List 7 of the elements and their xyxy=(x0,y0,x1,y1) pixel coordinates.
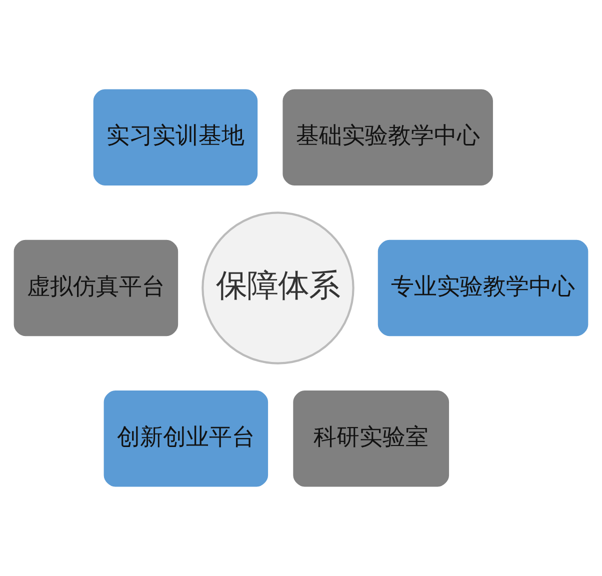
node-box: 虚拟仿真平台 xyxy=(12,238,180,338)
node-box: 基础实验教学中心 xyxy=(280,87,496,188)
node-box: 实习实训基地 xyxy=(91,87,260,188)
node-box: 科研实验室 xyxy=(291,388,452,489)
node-circle: 保障体系 xyxy=(202,212,354,364)
node-box: 专业实验教学中心 xyxy=(376,238,590,338)
node-box: 创新创业平台 xyxy=(102,388,270,489)
